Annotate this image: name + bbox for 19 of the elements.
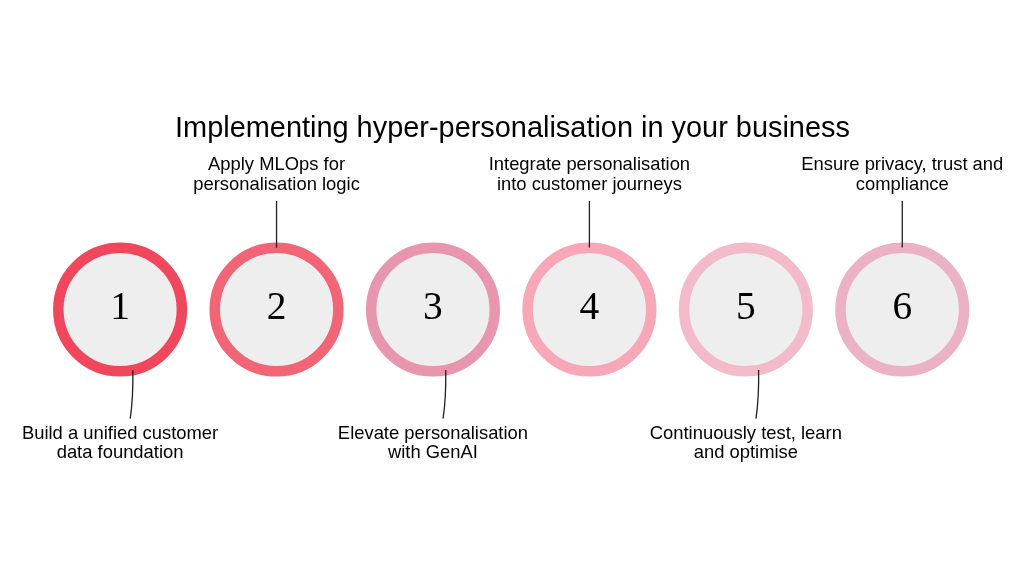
node-text: Ensure privacy, trust and compliance [800, 152, 1003, 194]
connector [441, 368, 446, 419]
node-text: Elevate personalisation with GenAI [337, 421, 528, 462]
node-text: Build a unified customer data foundation [21, 421, 218, 462]
connector [588, 199, 590, 248]
node-text: Continuously test, learn and optimise [649, 421, 842, 462]
connector [901, 199, 903, 248]
connector [275, 199, 277, 248]
connector [754, 368, 759, 419]
connector [129, 368, 134, 419]
node-text: Integrate personalisation into customer journeys [488, 152, 690, 194]
node-circle: 6 [834, 242, 969, 377]
node-circle: 5 [678, 242, 813, 377]
node-text: Apply MLOps for personalisation logic [192, 152, 360, 194]
node-circle: 1 [52, 242, 187, 377]
node-circle: 3 [365, 242, 500, 377]
diagram-title: Implementing hyper-personalisation in your business [174, 110, 850, 143]
node-circle: 4 [521, 242, 656, 377]
node-circle: 2 [209, 242, 344, 377]
